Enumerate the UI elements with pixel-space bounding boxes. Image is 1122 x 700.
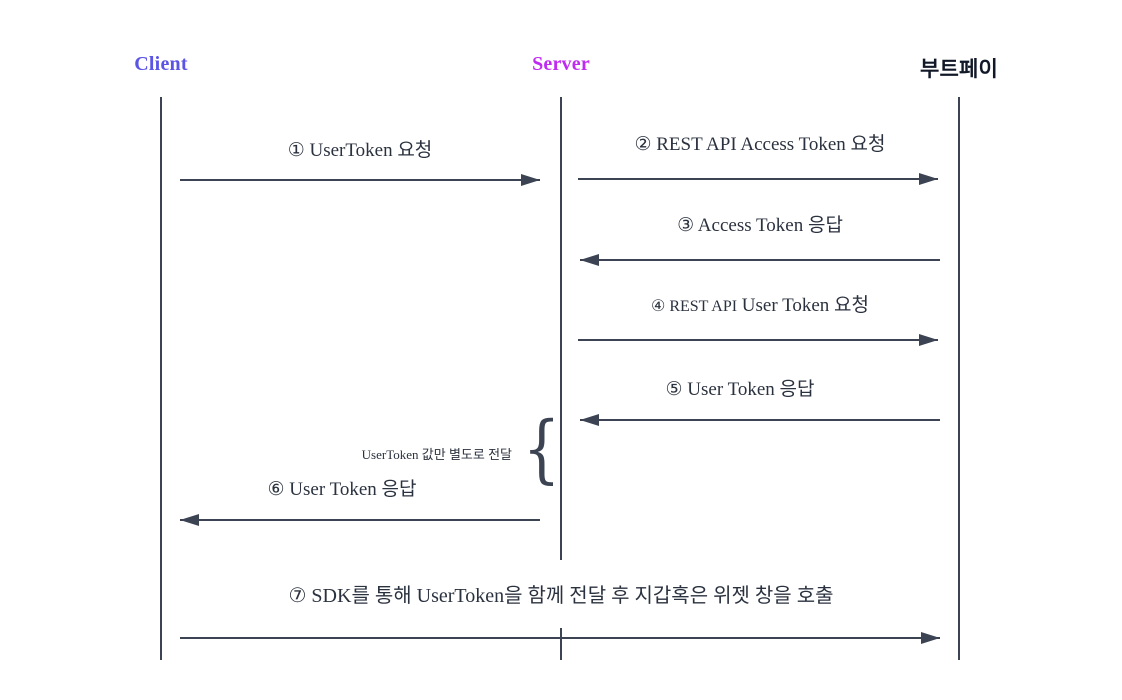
server-lifeline-bottom (560, 628, 562, 660)
participant-server: Server (532, 53, 590, 75)
arrowhead-right-icon (919, 172, 938, 185)
message-6-arrow (180, 513, 540, 526)
message-1-label: ① UserToken 요청 (287, 140, 433, 161)
message-5-arrow (580, 413, 940, 426)
message-4-prefix: ④ REST API (650, 298, 738, 315)
server-lifeline (560, 97, 562, 560)
brace-icon: { (522, 406, 561, 492)
message-3-arrow (580, 253, 940, 266)
message-1-arrow (180, 173, 540, 186)
client-lifeline (160, 97, 162, 660)
arrowhead-left-icon (580, 253, 599, 266)
message-2-label: ② REST API Access Token 요청 (634, 134, 886, 155)
message-5-label: ⑤ User Token 응답 (665, 379, 815, 400)
arrowhead-right-icon (921, 631, 940, 644)
arrowhead-right-icon (521, 173, 540, 186)
bootpay-lifeline (958, 97, 960, 660)
arrowhead-left-icon (580, 413, 599, 426)
message-4-label: ④ REST API User Token 요청 (580, 290, 940, 317)
message-7-arrow (180, 631, 940, 644)
arrowhead-left-icon (180, 513, 199, 526)
usertoken-note: UserToken 값만 별도로 전달 (361, 447, 512, 462)
message-4-main: User Token 요청 (737, 295, 870, 316)
message-3-label: ③ Access Token 응답 (677, 215, 843, 236)
participant-bootpay: 부트페이 (919, 57, 999, 81)
participant-client: Client (134, 53, 188, 75)
message-7-label: ⑦ SDK를 통해 UserToken을 함께 전달 후 지갑혹은 위젯 창을 … (288, 585, 834, 607)
arrowhead-right-icon (919, 333, 938, 346)
message-6-label: ⑥ User Token 응답 (267, 479, 417, 500)
message-2-arrow (578, 172, 938, 185)
message-4-arrow (578, 333, 938, 346)
